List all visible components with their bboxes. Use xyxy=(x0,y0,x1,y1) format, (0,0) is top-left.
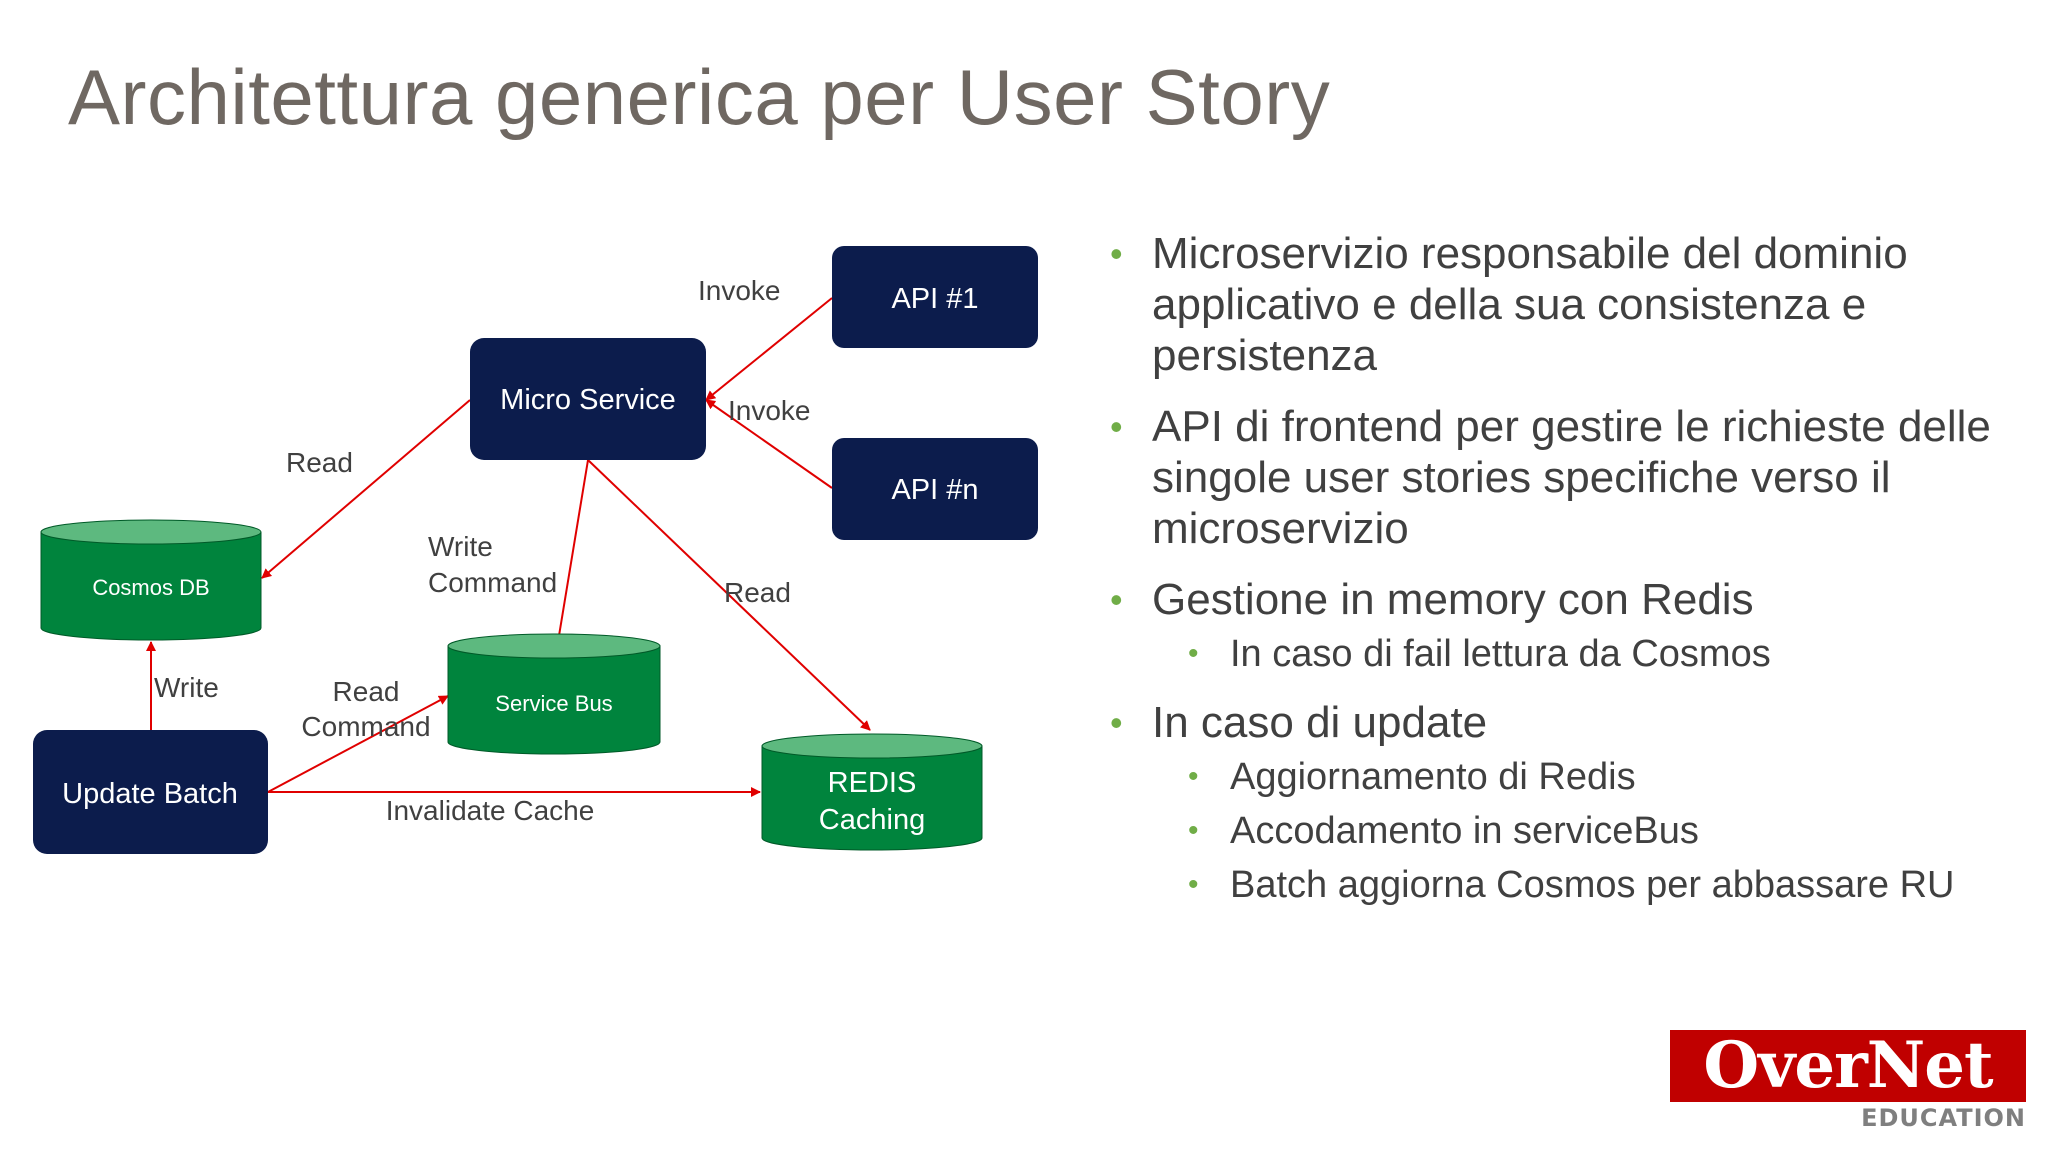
cosmos-db-label: Cosmos DB xyxy=(92,575,209,600)
edge-label-read-command-2: Command xyxy=(301,711,430,742)
api1-node: API #1 xyxy=(832,246,1038,348)
bullet-item: Microservizio responsabile del dominio a… xyxy=(1110,228,2030,381)
cosmos-db-node: Cosmos DB xyxy=(40,519,262,641)
architecture-diagram: API #1 API #n Micro Service Update Batch… xyxy=(33,246,1038,854)
service-bus-label: Service Bus xyxy=(495,691,612,716)
apin-label: API #n xyxy=(891,474,978,506)
edge-microservice-to-cosmos xyxy=(261,399,471,579)
edge-api1-to-microservice xyxy=(705,297,833,401)
edge-label-write-command-1: Write xyxy=(428,531,493,562)
logo-box: OverNet xyxy=(1670,1030,2026,1102)
sub-bullet-item: Aggiornamento di Redis xyxy=(1188,750,2030,804)
logo-subtitle: EDUCATION xyxy=(1861,1104,2026,1132)
sub-bullet-item: Accodamento in serviceBus xyxy=(1188,804,2030,858)
redis-label-line2: Caching xyxy=(819,804,925,836)
service-bus-node: Service Bus xyxy=(447,633,661,755)
bullet-group-1: Microservizio responsabile del dominio a… xyxy=(1110,228,2030,381)
logo-name: OverNet xyxy=(1703,1028,1993,1103)
edge-apin-to-microservice xyxy=(705,399,833,489)
edge-label-invoke-n: Invoke xyxy=(728,395,811,426)
bullet-group-4: In caso di update Aggiornamento di Redis… xyxy=(1110,697,2030,912)
redis-label-line1: REDIS xyxy=(828,767,917,799)
redis-node: REDIS Caching xyxy=(761,733,983,851)
edge-label-invalidate-cache: Invalidate Cache xyxy=(386,795,595,826)
sub-bullet-item: In caso di fail lettura da Cosmos xyxy=(1188,627,2030,681)
api1-label: API #1 xyxy=(891,283,978,315)
edge-microservice-to-redis xyxy=(587,459,871,731)
update-batch-node: Update Batch xyxy=(33,730,268,854)
overnet-logo: OverNet EDUCATION xyxy=(1670,1030,2026,1134)
edge-label-read-command-1: Read xyxy=(333,676,400,707)
bullet-item: In caso di update xyxy=(1110,697,2030,748)
edge-microservice-to-servicebus xyxy=(550,459,589,667)
edge-batch-to-servicebus xyxy=(267,695,449,793)
bullet-group-3: Gestione in memory con Redis In caso di … xyxy=(1110,574,2030,681)
apin-node: API #n xyxy=(832,438,1038,540)
edge-label-read-cosmos: Read xyxy=(286,447,353,478)
edge-label-read-redis: Read xyxy=(724,577,791,608)
edge-label-write-command-2: Command xyxy=(428,567,557,598)
bullet-item: API di frontend per gestire le richieste… xyxy=(1110,401,2030,554)
bullet-group-2: API di frontend per gestire le richieste… xyxy=(1110,401,2030,554)
microservice-label: Micro Service xyxy=(500,384,676,416)
edge-label-write-cosmos: Write xyxy=(154,672,219,703)
microservice-node: Micro Service xyxy=(470,338,706,460)
update-batch-label: Update Batch xyxy=(62,778,238,810)
bullet-item: Gestione in memory con Redis xyxy=(1110,574,2030,625)
slide-title: Architettura generica per User Story xyxy=(68,53,1331,141)
bullet-list: Microservizio responsabile del dominio a… xyxy=(1110,228,2030,928)
edge-label-invoke-1: Invoke xyxy=(698,275,781,306)
sub-bullet-item: Batch aggiorna Cosmos per abbassare RU xyxy=(1188,858,2030,912)
